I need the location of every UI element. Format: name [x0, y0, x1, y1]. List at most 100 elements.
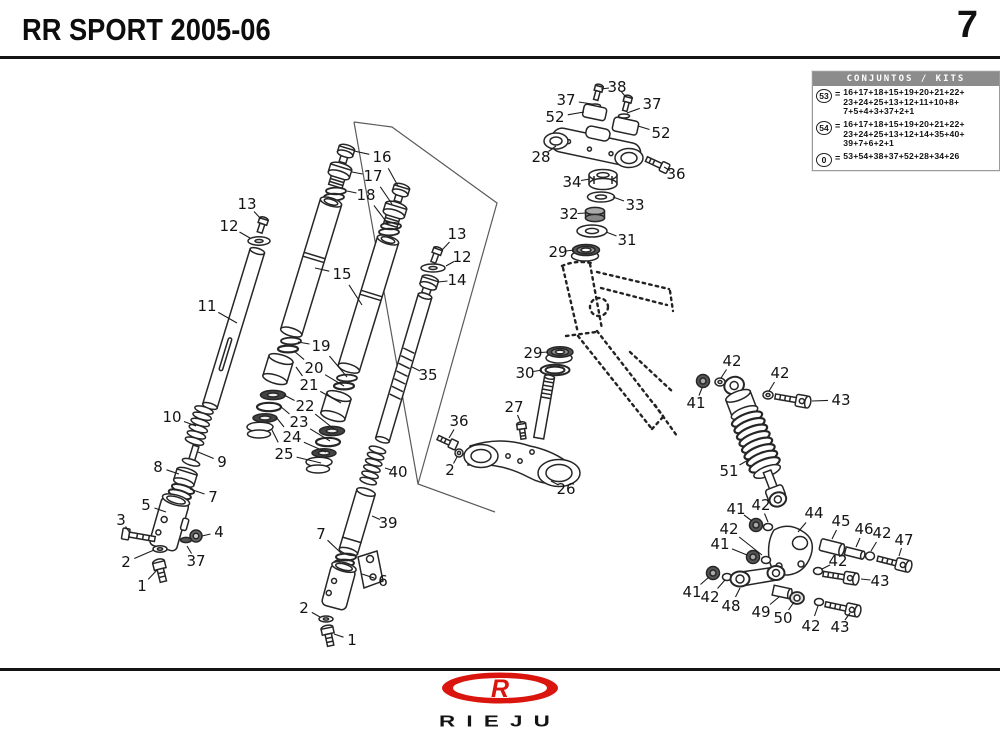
- kit-formula: 16+17+18+15+19+20+21+22+ 23+24+25+13+12+…: [843, 87, 965, 117]
- leader-line: [600, 87, 610, 90]
- inner-tube-35: [374, 292, 433, 444]
- center-fork-left-leg: [246, 143, 356, 439]
- leader-line: [516, 414, 522, 424]
- part-number-label: 2: [121, 553, 131, 571]
- part-number-label: 6: [378, 572, 388, 590]
- leader-line: [763, 513, 769, 523]
- part-number-label: 32: [559, 205, 578, 223]
- top-triple-clamp-assembly: [543, 83, 671, 262]
- clamp-block-52-right: [611, 116, 640, 136]
- leader-line: [769, 596, 780, 605]
- leader-line: [303, 441, 327, 453]
- part-number-label: 2: [445, 461, 455, 479]
- leader-line: [637, 125, 650, 131]
- fork-bottom-6: [321, 560, 357, 611]
- fork-bottom-5: [149, 493, 191, 552]
- leader-line: [411, 366, 421, 372]
- bushing-8: [172, 466, 198, 488]
- washer-42-d: [760, 555, 772, 565]
- leader-line: [577, 212, 587, 215]
- equals-sign: =: [835, 152, 841, 163]
- leader-line: [275, 416, 285, 428]
- leader-line: [855, 537, 861, 548]
- kit-formula: 16+17+18+15+19+20+21+22+ 23+24+25+13+12+…: [843, 119, 964, 149]
- part-number-label: 12: [452, 248, 471, 266]
- leader-line: [565, 249, 575, 252]
- leader-line: [453, 456, 458, 464]
- leader-line: [898, 547, 903, 557]
- washer-42-c: [762, 522, 774, 532]
- leader-line: [797, 522, 807, 533]
- part-number-label: 41: [682, 583, 701, 601]
- leader-line: [314, 413, 335, 430]
- ring-19-b: [336, 373, 358, 383]
- part-number-label: 37: [186, 552, 205, 570]
- part-number-label: 23: [289, 413, 308, 431]
- seal-7-left: [167, 483, 196, 501]
- leader-line: [314, 267, 330, 272]
- part-number-label: 30: [515, 364, 534, 382]
- part-number-label: 42: [828, 552, 847, 570]
- washer-42-e: [864, 551, 876, 561]
- dust-cap-25-b: [305, 456, 333, 474]
- leader-line: [373, 205, 389, 225]
- leader-line: [605, 231, 617, 237]
- part-number-label: 16: [372, 148, 391, 166]
- kit-number-badge: 0: [816, 152, 832, 167]
- part-number-label: 15: [332, 265, 351, 283]
- spacer-49: [771, 584, 793, 600]
- part-number-label: 7: [316, 525, 326, 543]
- washer-37-left: [179, 536, 193, 544]
- part-number-label: 46: [854, 520, 873, 538]
- part-number-label: 42: [872, 524, 891, 542]
- bolt-43-c: [824, 600, 862, 618]
- brand-wordmark: RIEJU: [439, 713, 561, 731]
- part-number-label: 13: [447, 225, 466, 243]
- bolt-1-center: [320, 624, 335, 648]
- part-number-label: 10: [162, 408, 181, 426]
- kit-formula-line: 16+17+18+15+19+20+21+22+: [843, 87, 965, 97]
- right-fork-assembly: [318, 246, 446, 648]
- handlebar-bolt-38-right: [621, 94, 634, 113]
- leader-line: [844, 612, 851, 621]
- cap-17-a: [327, 161, 353, 190]
- leader-line: [831, 529, 837, 540]
- rieju-logo-icon: R: [442, 672, 558, 704]
- leader-line: [735, 587, 741, 598]
- part-number-label: 14: [447, 271, 466, 289]
- bushing-21-a: [261, 352, 294, 386]
- leader-line: [296, 456, 322, 464]
- leader-line: [201, 533, 211, 537]
- leader-line: [700, 576, 710, 585]
- kit-formula-line: 23+24+25+13+12+11+10+8+: [843, 96, 960, 107]
- part-number-label: 33: [625, 196, 644, 214]
- caliper-bracket-6: [357, 550, 384, 590]
- kits-legend-title: CONJUNTOS / KITS: [813, 72, 999, 86]
- leader-line: [580, 178, 591, 182]
- leader-line: [731, 548, 748, 556]
- dust-seal-30: [539, 363, 571, 377]
- leader-line: [197, 451, 214, 460]
- part-number-label: 29: [523, 344, 542, 362]
- washer-42-h: [813, 597, 825, 607]
- leader-line: [348, 284, 363, 306]
- bolt-36-lower: [435, 434, 459, 451]
- leader-line: [333, 633, 344, 638]
- cap-17-b: [382, 200, 408, 229]
- part-number-label: 20: [304, 359, 323, 377]
- bearing-29-lower: [545, 346, 574, 364]
- rear-shock-assembly: [695, 373, 812, 508]
- leader-line: [320, 390, 342, 404]
- part-number-label: 29: [548, 243, 567, 261]
- ring-20-a: [276, 344, 300, 354]
- part-number-label: 47: [894, 531, 913, 549]
- leader-line: [134, 549, 155, 560]
- shock-spring: [730, 410, 781, 474]
- page-title: RR SPORT 2005-06: [22, 12, 271, 47]
- leader-line: [371, 515, 381, 521]
- spacer-45: [818, 538, 846, 557]
- leader-line: [295, 366, 303, 377]
- leader-line: [811, 399, 829, 402]
- leader-line: [626, 107, 640, 114]
- kit-row-53: 53 = 16+17+18+15+19+20+21+22+ 23+24+25+1…: [813, 86, 999, 118]
